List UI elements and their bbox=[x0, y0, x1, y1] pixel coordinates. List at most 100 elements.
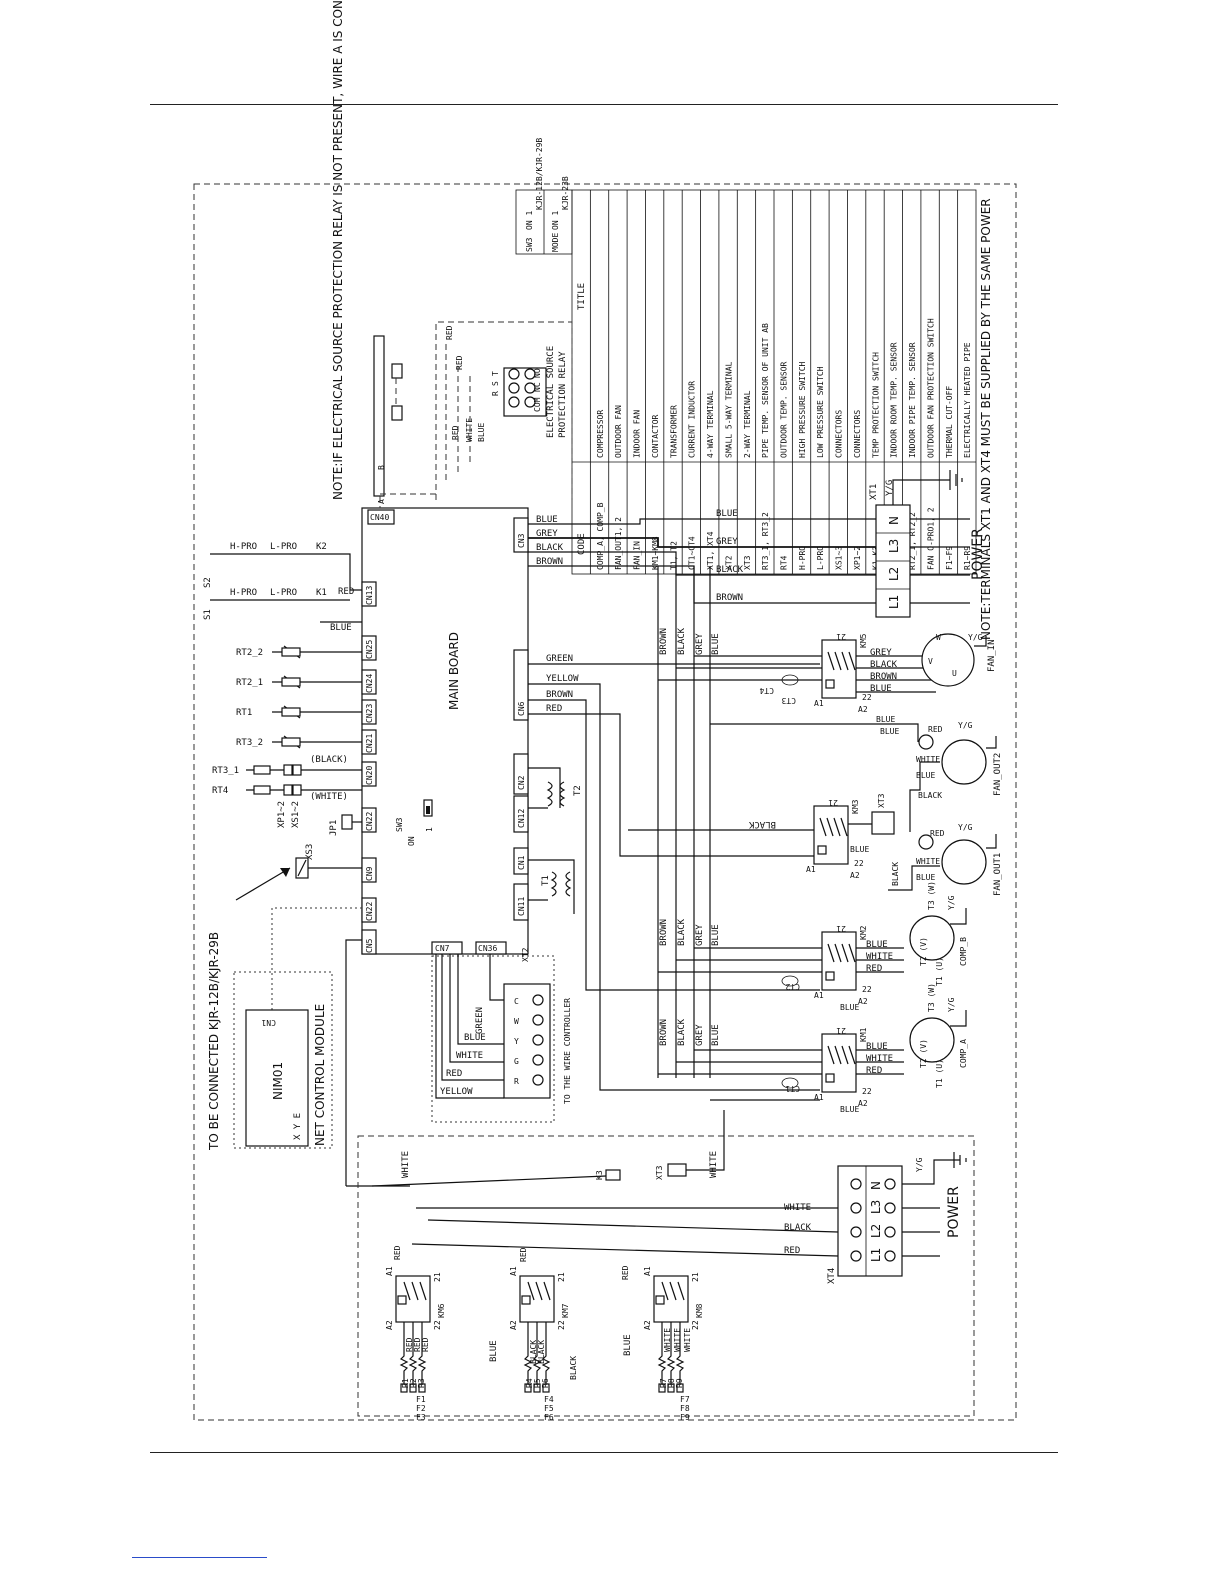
legend-code-1: FAN_OUT1, 2 bbox=[614, 517, 623, 570]
relay-output-terminal bbox=[524, 368, 536, 380]
km1-blue-label: BLUE bbox=[840, 1105, 859, 1114]
fan-out2-black-label: BLACK bbox=[918, 791, 942, 800]
xt1-terminal-l1: L1 bbox=[887, 595, 901, 609]
xt2-wire-yellow-label: YELLOW bbox=[440, 1087, 473, 1097]
contact-switch bbox=[834, 943, 842, 963]
xt1-wire-label-black: BLACK bbox=[716, 565, 744, 575]
legend-title-7: SMALL 5-WAY TERMINAL bbox=[724, 361, 733, 458]
relay-t-label: T bbox=[491, 371, 500, 376]
fan-out2-protection bbox=[918, 734, 934, 750]
km5-21-label: 21 bbox=[836, 632, 846, 641]
fan-out2-motor bbox=[941, 739, 987, 785]
relay-output-terminal bbox=[524, 382, 536, 394]
heater-coil bbox=[397, 1295, 407, 1305]
heater-power-label: POWER bbox=[946, 1186, 962, 1238]
connector-cn9-8: CN9 bbox=[365, 866, 374, 881]
xt4-screw-out bbox=[884, 1250, 896, 1262]
legend-code-20: R1~R9 bbox=[963, 546, 972, 570]
heater-coil bbox=[521, 1295, 531, 1305]
connector-cn6: CN6 bbox=[517, 701, 526, 716]
rt1-resistor bbox=[281, 707, 301, 717]
km2-22-label: 22 bbox=[862, 985, 872, 994]
xt2-screw bbox=[532, 1054, 544, 1066]
connector-box bbox=[513, 753, 529, 795]
cn6-wire-label-green: GREEN bbox=[546, 654, 573, 664]
legend-code-19: F1~F9 bbox=[945, 546, 954, 570]
connector-box bbox=[361, 581, 377, 607]
rt2-2-label: RT2_2 bbox=[236, 648, 263, 658]
legend-code-14: XP1~2 bbox=[853, 546, 862, 570]
bus-label-top-2: GREY bbox=[695, 633, 705, 655]
km6-a1-label: A1 bbox=[385, 1266, 394, 1276]
km7-21-label: 21 bbox=[557, 1272, 566, 1282]
wire-b-label: B bbox=[377, 465, 386, 470]
xt4-screw-out bbox=[884, 1178, 896, 1190]
contact-switch bbox=[833, 817, 841, 837]
fan-out2-blue-in-label: BLUE bbox=[876, 715, 895, 724]
lpro-bottom-label: L-PRO bbox=[270, 588, 297, 598]
rt3-1-resistor bbox=[253, 765, 271, 775]
cn13-red-label: RED bbox=[338, 587, 354, 597]
km3-body bbox=[813, 805, 849, 865]
ct4-symbol bbox=[781, 674, 799, 686]
legend-title-4: TRANSFORMER bbox=[669, 405, 678, 458]
k1-label: K1 bbox=[316, 588, 327, 598]
heater-blue-2: BLUE bbox=[623, 1334, 633, 1356]
heater-dashed-frame bbox=[357, 1135, 975, 1417]
km2-out-label-blue: BLUE bbox=[866, 940, 888, 950]
legend-title-2: INDOOR FAN bbox=[633, 410, 642, 458]
legend-title-15: TEMP PROTECTION SWITCH bbox=[871, 352, 880, 458]
comp_b-yg-label: Y/G bbox=[947, 895, 956, 910]
top-power-label: POWER bbox=[970, 528, 986, 580]
xt4-terminal-l1: L1 bbox=[869, 1248, 883, 1262]
km2-ct-label: CT2 bbox=[785, 982, 800, 991]
net-control-module: NET CONTROL MODULE NIM01 CN1 X Y E bbox=[233, 939, 410, 1187]
km7-a1-label: A1 bbox=[509, 1266, 518, 1276]
mode-model-label: KJR-23B bbox=[561, 176, 570, 210]
cn7-label: CN7 bbox=[435, 944, 450, 953]
xt2-screw bbox=[532, 1034, 544, 1046]
xt2-wire-red-label: RED bbox=[446, 1069, 462, 1079]
km1-ct-symbol bbox=[781, 1077, 799, 1089]
fan-out2-yg-label: Y/G bbox=[958, 721, 973, 730]
xt1-wire-label-grey: GREY bbox=[716, 537, 738, 547]
heater-xt3-terminal bbox=[667, 1163, 687, 1177]
km5-out-label-grey: GREY bbox=[870, 648, 892, 658]
diagram-frame bbox=[193, 183, 1017, 1421]
relay-note-text: NOTE:IF ELECTRICAL SOURCE PROTECTION REL… bbox=[331, 0, 345, 500]
km2-out-label-white: WHITE bbox=[866, 952, 893, 962]
xt2-screw bbox=[532, 1014, 544, 1026]
contact-switch bbox=[827, 943, 835, 963]
bus-label-mid-3: BLUE bbox=[711, 924, 721, 946]
heater-red-vert-1: RED bbox=[393, 1245, 402, 1260]
cn36-label: CN36 bbox=[478, 944, 497, 953]
xt2-screw bbox=[532, 1074, 544, 1086]
board-connectors-left: CN40CN13CN25CN24CN23CN21CN20CN22CN9CN22C… bbox=[361, 509, 395, 955]
comp_a-t2-label: T2 (V) bbox=[919, 1039, 928, 1068]
contact-switch bbox=[848, 943, 856, 963]
relay-input-terminal bbox=[508, 368, 520, 380]
km8-21-label: 21 bbox=[691, 1272, 700, 1282]
comp_b-t3-label: T3 (W) bbox=[927, 881, 936, 910]
connector-box bbox=[513, 517, 529, 553]
xt2-label: XT2 bbox=[521, 947, 530, 962]
fan-out1-protection bbox=[918, 834, 934, 850]
bus-label-bot-1: BLACK bbox=[677, 1018, 687, 1046]
comp_a-motor bbox=[909, 1017, 955, 1063]
fan-out1-blue-label: BLUE bbox=[916, 873, 935, 882]
fan-in-u-label: U bbox=[952, 669, 957, 678]
heater-black-label: BLACK bbox=[784, 1223, 812, 1233]
footer-link-underline bbox=[132, 1557, 267, 1558]
heater-contact bbox=[411, 1281, 419, 1301]
bus-label-mid-0: BROWN bbox=[659, 919, 669, 946]
connector-cn1: CN1 bbox=[517, 855, 526, 870]
board-sw3-1: 1 bbox=[425, 827, 434, 832]
xt1-terminal-n: N bbox=[887, 516, 901, 525]
xt1-wire-label-brown: BROWN bbox=[716, 593, 743, 603]
relay-r-label: R bbox=[491, 391, 500, 396]
heater-resistor bbox=[532, 1322, 542, 1386]
xt3-terminal bbox=[871, 811, 895, 835]
connector-cn22-7: CN22 bbox=[365, 812, 374, 831]
